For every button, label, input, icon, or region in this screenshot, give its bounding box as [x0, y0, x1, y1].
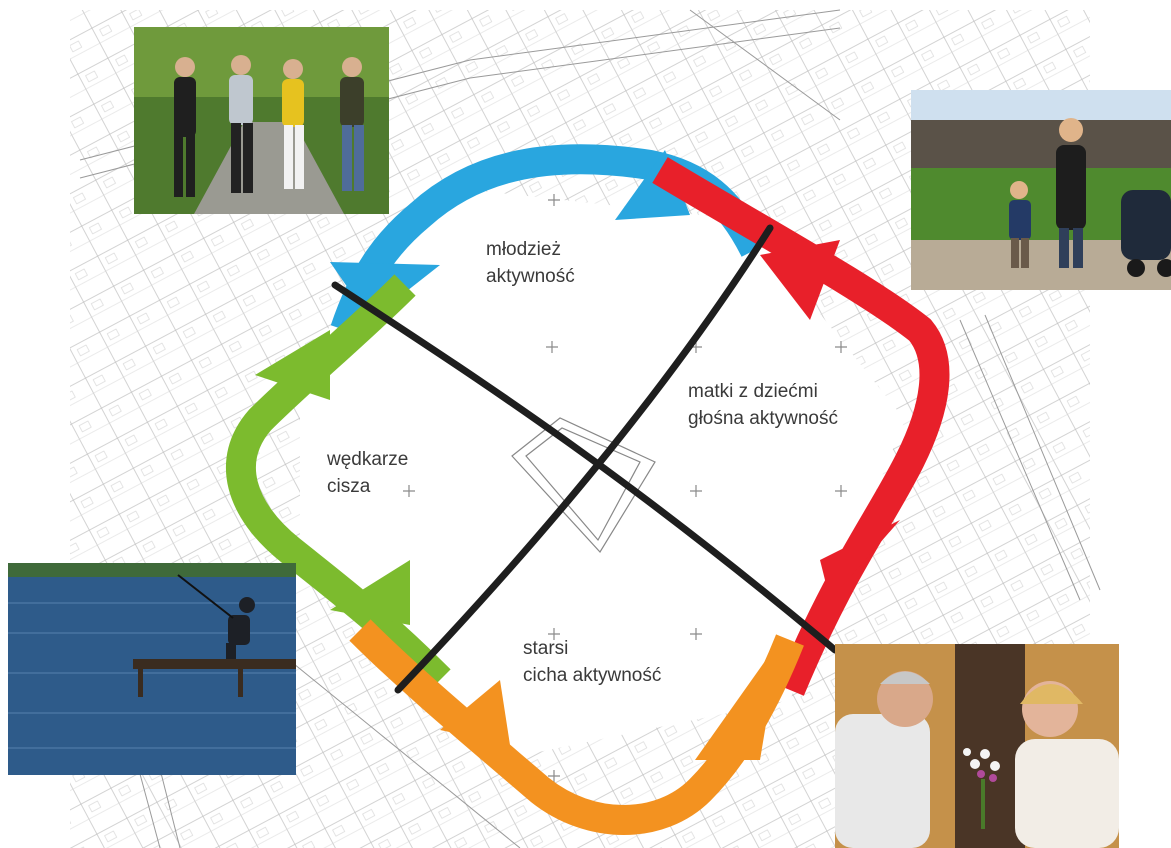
- zone-label-anglers: wędkarze cisza: [327, 446, 408, 500]
- photo-elderly-couple: [835, 644, 1119, 848]
- youth-label-line1: młodzież: [486, 239, 561, 260]
- photo-mother-with-child: [911, 90, 1171, 290]
- mothers-label-line2: głośna aktywność: [688, 408, 838, 429]
- photo-angler-on-pier: [8, 563, 296, 775]
- zone-label-mothers: matki z dziećmi głośna aktywność: [688, 378, 838, 432]
- mothers-arrowhead-1: [760, 240, 840, 320]
- seniors-label-line1: starsi: [523, 638, 569, 659]
- anglers-arrowhead-1: [255, 330, 330, 400]
- seniors-label-line2: cicha aktywność: [523, 665, 662, 686]
- youth-label-line2: aktywność: [486, 266, 575, 287]
- seniors-arrowhead-1: [440, 680, 510, 745]
- zone-label-youth: młodzież aktywność: [486, 236, 575, 290]
- photo-youth-walking: [134, 27, 389, 214]
- anglers-label-line1: wędkarze: [327, 449, 409, 470]
- seniors-arrowhead-2: [695, 640, 780, 760]
- central-pavilion: [511, 417, 656, 553]
- anglers-arrowhead-2: [330, 560, 410, 625]
- zone-label-seniors: starsi cicha aktywność: [523, 635, 661, 689]
- anglers-label-line2: cisza: [327, 476, 371, 497]
- mothers-arrowhead-2: [820, 520, 900, 600]
- divider-line-2: [394, 224, 774, 694]
- divider-line-1: [331, 281, 839, 654]
- mothers-label-line1: matki z dziećmi: [688, 381, 818, 402]
